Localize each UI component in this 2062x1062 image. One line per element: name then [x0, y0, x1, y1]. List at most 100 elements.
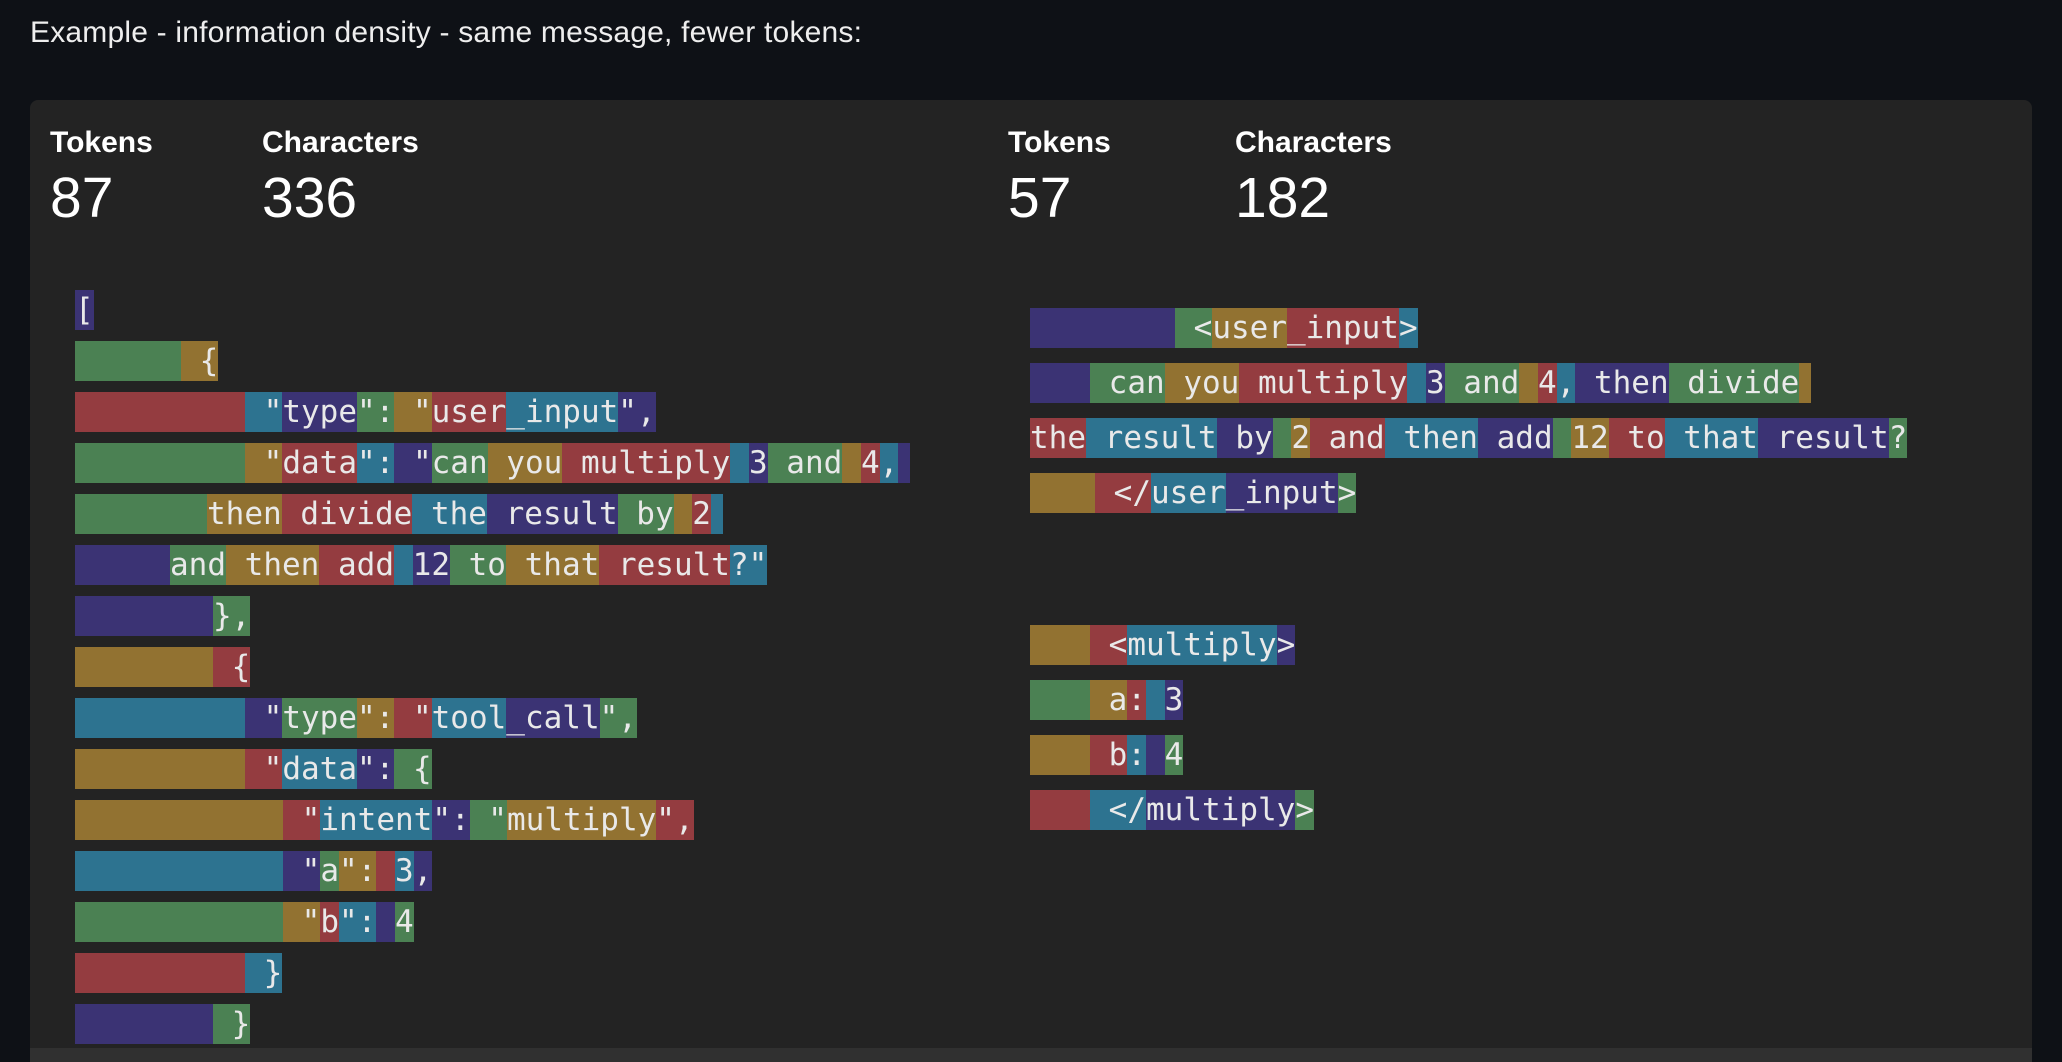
whitespace-token	[75, 443, 245, 483]
token: 2	[692, 494, 711, 534]
token: 3	[1425, 363, 1445, 403]
token: a	[1090, 680, 1128, 720]
token: add	[1477, 418, 1553, 458]
token: and	[1444, 363, 1520, 403]
token-row: {	[75, 341, 995, 381]
whitespace-token	[75, 392, 245, 432]
token-row: "intent": "multiply",	[75, 800, 995, 840]
token: b	[1090, 735, 1128, 775]
token: },	[213, 596, 251, 636]
token: "	[245, 698, 283, 738]
token: add	[319, 545, 394, 585]
token: multiply	[1127, 625, 1277, 665]
left-tokens-value: 87	[50, 166, 114, 230]
token: _input	[1225, 473, 1338, 513]
token: 3	[748, 443, 768, 483]
token: 4	[1537, 363, 1557, 403]
token: "	[245, 443, 283, 483]
whitespace-token	[1030, 680, 1090, 720]
token: multiply	[506, 800, 657, 840]
left-characters-label: Characters	[262, 126, 419, 159]
token: you	[487, 443, 563, 483]
token-row: "data": {	[75, 749, 995, 789]
token: {	[213, 647, 251, 687]
token: and	[170, 545, 226, 585]
whitespace-token	[75, 953, 245, 993]
whitespace-token	[75, 698, 245, 738]
token: 4	[1164, 735, 1184, 775]
left-tokens-stat: Tokens 87	[50, 124, 202, 230]
bottom-strip	[30, 1048, 2032, 1062]
token-row: "b": 4	[75, 902, 995, 942]
token-row: "type": "tool_call",	[75, 698, 995, 738]
token: then	[1575, 363, 1669, 403]
token: 2	[1291, 418, 1310, 458]
token-row: b: 4	[1030, 735, 2020, 775]
token	[1407, 363, 1426, 403]
token: you	[1164, 363, 1240, 403]
token: >	[1337, 473, 1357, 513]
token	[1519, 363, 1538, 403]
token: ?"	[729, 545, 768, 585]
token-comparison-panel: Tokens 87 Characters 336 Tokens 57 Chara…	[30, 100, 2032, 1062]
token: user	[431, 392, 507, 432]
token: multiply	[562, 443, 731, 483]
token: 3	[1164, 680, 1184, 720]
token: a	[320, 851, 339, 891]
token: ?	[1888, 418, 1908, 458]
token: _call	[506, 698, 600, 738]
token: ",	[656, 800, 694, 840]
token: ":	[339, 851, 377, 891]
token: >	[1398, 308, 1418, 348]
token	[393, 545, 413, 585]
token-row: }	[75, 1004, 995, 1044]
token: 4	[395, 902, 414, 942]
whitespace-token	[75, 1004, 213, 1044]
token: to	[1608, 418, 1665, 458]
whitespace-token	[1030, 473, 1095, 513]
token-row: then divide the result by 2	[75, 494, 995, 534]
token: _input	[506, 392, 619, 432]
whitespace-token	[75, 902, 283, 942]
left-tokens-label: Tokens	[50, 126, 153, 159]
token: by	[1216, 418, 1273, 458]
whitespace-token	[75, 494, 207, 534]
token: ":	[356, 392, 395, 432]
token: type	[282, 698, 357, 738]
token: then	[226, 545, 320, 585]
whitespace-token	[898, 443, 911, 483]
token: <	[1090, 625, 1128, 665]
whitespace-token	[710, 494, 723, 534]
token-row: [	[75, 290, 995, 330]
right-tokens-stat: Tokens 57	[1008, 124, 1160, 230]
token: divide	[281, 494, 413, 534]
token-row: a: 3	[1030, 680, 2020, 720]
json-token-visualization: [ { "type": "user_input", "data": "can y…	[75, 290, 995, 1055]
token: and	[1310, 418, 1385, 458]
token: by	[617, 494, 674, 534]
whitespace-token	[1799, 363, 1812, 403]
right-tokens-value: 57	[1008, 166, 1072, 230]
token: ",	[618, 392, 656, 432]
token: ":	[356, 698, 395, 738]
token: multiply	[1146, 790, 1296, 830]
token-row: <multiply>	[1030, 625, 2020, 665]
token-row: </user_input>	[1030, 473, 2020, 513]
xml-token-visualization: <user_input> can you multiply 3 and 4, t…	[1030, 308, 2020, 845]
token: >	[1276, 625, 1296, 665]
token: then	[207, 494, 282, 534]
token: ,	[413, 851, 433, 891]
token: :	[1127, 680, 1146, 720]
token: </	[1090, 790, 1146, 830]
whitespace-token	[1030, 308, 1175, 348]
token: 4	[860, 443, 880, 483]
token: result	[1757, 418, 1889, 458]
token: can	[1090, 363, 1165, 403]
token: multiply	[1239, 363, 1408, 403]
token: }	[213, 1004, 251, 1044]
page-title: Example - information density - same mes…	[30, 16, 863, 49]
token: }	[245, 953, 283, 993]
left-characters-stat: Characters 336	[262, 124, 419, 230]
token: type	[282, 392, 357, 432]
token: "	[245, 749, 283, 789]
